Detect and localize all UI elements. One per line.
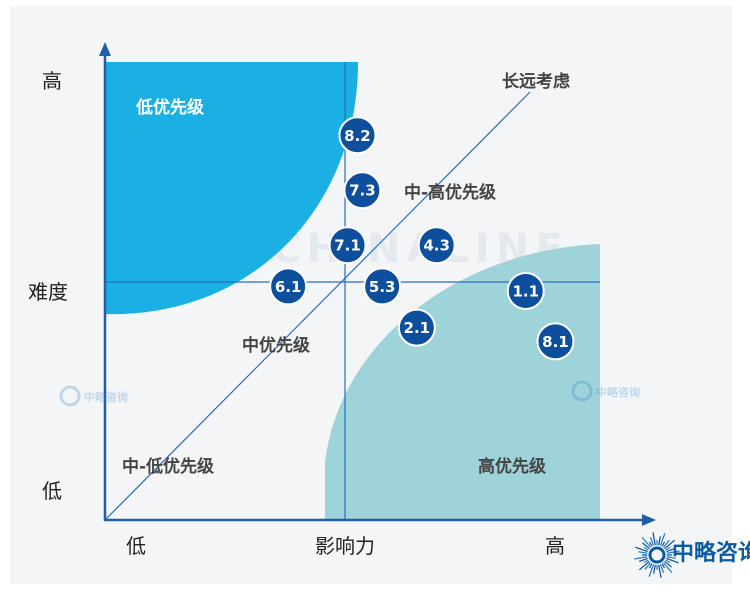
brand-logo-ring-icon	[648, 546, 666, 564]
data-point-label: 8.1	[542, 333, 569, 351]
logo-ray	[648, 563, 653, 569]
logo-ray	[653, 564, 656, 574]
data-point-label: 7.1	[334, 237, 361, 255]
data-point-marker	[328, 226, 367, 265]
logo-ray	[634, 556, 648, 560]
watermark-logo-icon	[571, 380, 593, 402]
data-point-marker	[417, 226, 456, 265]
logo-ray	[658, 564, 662, 578]
high-priority-region	[325, 244, 600, 520]
data-point-marker	[269, 267, 308, 306]
logo-ray	[666, 556, 676, 559]
diagonal-guide	[104, 91, 531, 521]
data-point-label: 1.1	[512, 283, 539, 301]
logo-ray	[662, 540, 670, 548]
data-point: 8.2	[338, 116, 377, 155]
logo-ray	[661, 541, 666, 547]
data-point: 7.3	[343, 171, 382, 210]
data-point-label: 6.1	[275, 278, 302, 296]
logo-ray	[642, 542, 650, 550]
faint-watermark-left: 中略咨询	[59, 385, 128, 407]
data-point: 1.1	[506, 272, 545, 310]
data-point: 4.3	[417, 226, 456, 265]
logo-ray	[664, 560, 672, 568]
brand-watermark: 中略咨询	[634, 532, 750, 578]
watermark-name: 中略咨询	[596, 385, 640, 399]
data-points: 8.2 7.3 7.1 4.3 6.1 5.3 1.1 2.1 8.1	[269, 116, 575, 361]
logo-ray	[665, 559, 671, 564]
faint-watermark-right: 中略咨询	[571, 380, 640, 402]
watermark-logo-icon	[59, 385, 81, 407]
logo-ray	[666, 557, 679, 564]
data-point-label: 2.1	[404, 319, 431, 337]
watermark-name: 中略咨询	[84, 390, 128, 404]
logo-ray	[659, 564, 665, 574]
logo-ray	[638, 560, 650, 571]
quadrant-label-high-priority: 高优先级	[478, 456, 546, 477]
x-axis-low-label: 低	[126, 534, 146, 558]
y-axis-high-label: 高	[42, 69, 62, 93]
data-point: 8.1	[536, 322, 575, 361]
brand-logo-icon	[634, 532, 680, 578]
data-point: 7.1	[328, 226, 367, 265]
x-axis-high-label: 高	[545, 534, 565, 558]
logo-ray	[638, 557, 648, 563]
y-axis-arrow	[99, 42, 111, 56]
data-point: 5.3	[363, 267, 402, 306]
y-axis-title: 难度	[28, 280, 68, 304]
data-point-label: 8.2	[344, 127, 371, 145]
logo-ray	[648, 564, 655, 577]
quadrant-label-low-priority: 低优先级	[135, 97, 204, 118]
logo-ray	[659, 533, 666, 546]
logo-ray	[664, 539, 676, 550]
x-axis-title: 影响力	[315, 534, 375, 558]
logo-ray	[643, 546, 649, 551]
y-axis-low-label: 低	[42, 479, 62, 503]
quadrant-label-mid-priority: 中优先级	[242, 335, 310, 356]
diagonal-label-long-term: 长远考虑	[502, 71, 570, 92]
data-point-label: 7.3	[349, 182, 376, 200]
data-point-marker	[536, 322, 575, 361]
brand-name: 中略咨询	[672, 540, 750, 566]
logo-ray	[661, 563, 666, 569]
logo-ray	[665, 546, 671, 551]
data-point-marker	[343, 171, 382, 210]
data-point: 6.1	[269, 267, 308, 306]
logo-ray	[644, 562, 652, 570]
x-axis-arrow	[642, 514, 656, 526]
logo-ray	[641, 536, 652, 548]
data-point-marker	[397, 308, 436, 347]
data-point-label: 5.3	[369, 278, 396, 296]
quadrant-label-mid-low-priority: 中-低优先级	[122, 456, 214, 477]
logo-ray	[666, 547, 676, 553]
logo-ray	[648, 541, 653, 547]
low-priority-region	[105, 62, 358, 315]
logo-ray	[658, 536, 661, 546]
logo-ray	[649, 536, 655, 546]
data-point: 2.1	[397, 308, 436, 347]
quadrant-label-mid-high-priority: 中-高优先级	[404, 182, 496, 203]
logo-ray	[635, 546, 648, 553]
logo-ray	[643, 559, 649, 564]
data-point-marker	[506, 272, 545, 310]
logo-ray	[662, 562, 673, 574]
data-point-marker	[338, 116, 377, 155]
logo-ray	[638, 551, 648, 554]
logo-ray	[666, 550, 680, 554]
data-point-label: 4.3	[423, 237, 450, 255]
data-point-marker	[363, 267, 402, 306]
logo-ray	[652, 532, 656, 546]
